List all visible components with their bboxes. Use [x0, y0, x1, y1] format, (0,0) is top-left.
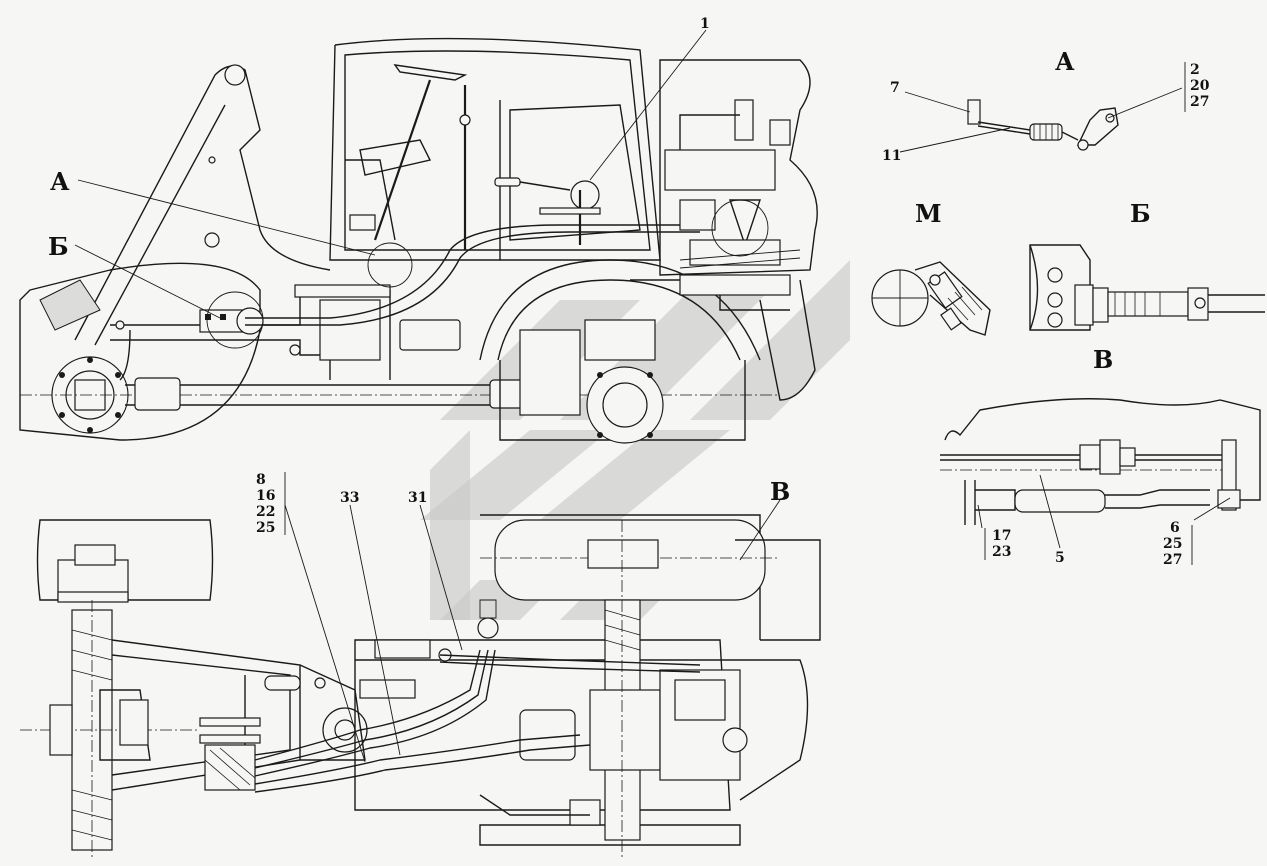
- view-A-stack-2: 2: [1190, 62, 1200, 78]
- leader-33: [349, 504, 401, 756]
- callout-25: 25: [256, 520, 275, 536]
- callout-1: 1: [700, 16, 710, 32]
- leader-1: [589, 29, 707, 181]
- view-A-label-11: 11: [882, 148, 901, 164]
- callout-B: Б: [48, 232, 69, 261]
- view-B-title: Б: [1130, 199, 1151, 228]
- view-M: М: [871, 199, 991, 336]
- callout-A: А: [50, 167, 70, 196]
- view-V-stack-27: 27: [1163, 552, 1182, 568]
- leader-8: [284, 504, 366, 763]
- side-view: [19, 37, 818, 444]
- view-V: В 17 23 5 6 25 27: [940, 345, 1261, 568]
- callout-22: 22: [256, 504, 275, 520]
- view-V-label-5: 5: [1055, 550, 1065, 566]
- view-A-label-7: 7: [890, 80, 900, 96]
- leader-B: [74, 244, 221, 319]
- view-V-stack-6: 6: [1170, 520, 1180, 536]
- view-V-title: В: [1093, 345, 1113, 374]
- view-V-stack-17: 17: [992, 528, 1011, 544]
- view-A-stack-27: 27: [1190, 94, 1209, 110]
- view-A: А 7 11 2 20 27: [882, 47, 1210, 164]
- callout-16: 16: [256, 488, 275, 504]
- view-A-title: А: [1055, 47, 1075, 76]
- callout-33: 33: [340, 490, 359, 506]
- leader-31: [419, 504, 463, 651]
- leader-V: [739, 499, 781, 561]
- leader-A: [77, 179, 376, 256]
- callout-V: В: [770, 477, 790, 506]
- callout-31: 31: [408, 490, 427, 506]
- view-M-title: М: [915, 199, 942, 228]
- view-B: Б: [1029, 199, 1265, 331]
- view-A-stack-20: 20: [1190, 78, 1210, 94]
- view-V-stack-25: 25: [1163, 536, 1182, 552]
- view-V-stack-23: 23: [992, 544, 1011, 560]
- callout-8: 8: [256, 472, 266, 488]
- plan-view: [20, 514, 821, 860]
